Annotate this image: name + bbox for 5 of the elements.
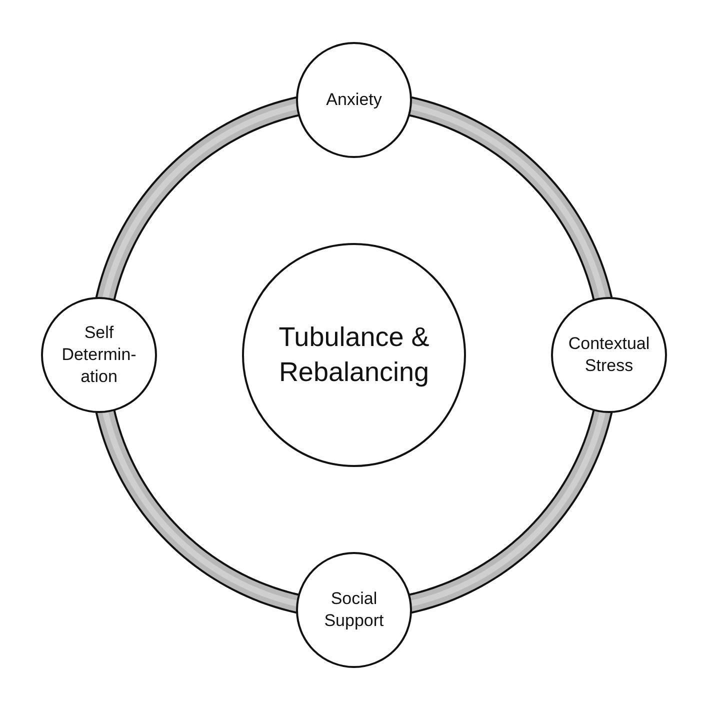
concept-label: Contextual Stress (567, 332, 651, 377)
concept-label: Self Determin- ation (60, 322, 138, 388)
concept-label: Anxiety (325, 88, 383, 111)
concept-label: Social Support (323, 588, 385, 632)
concept-label: Tubulance & Rebalancing (278, 320, 430, 389)
